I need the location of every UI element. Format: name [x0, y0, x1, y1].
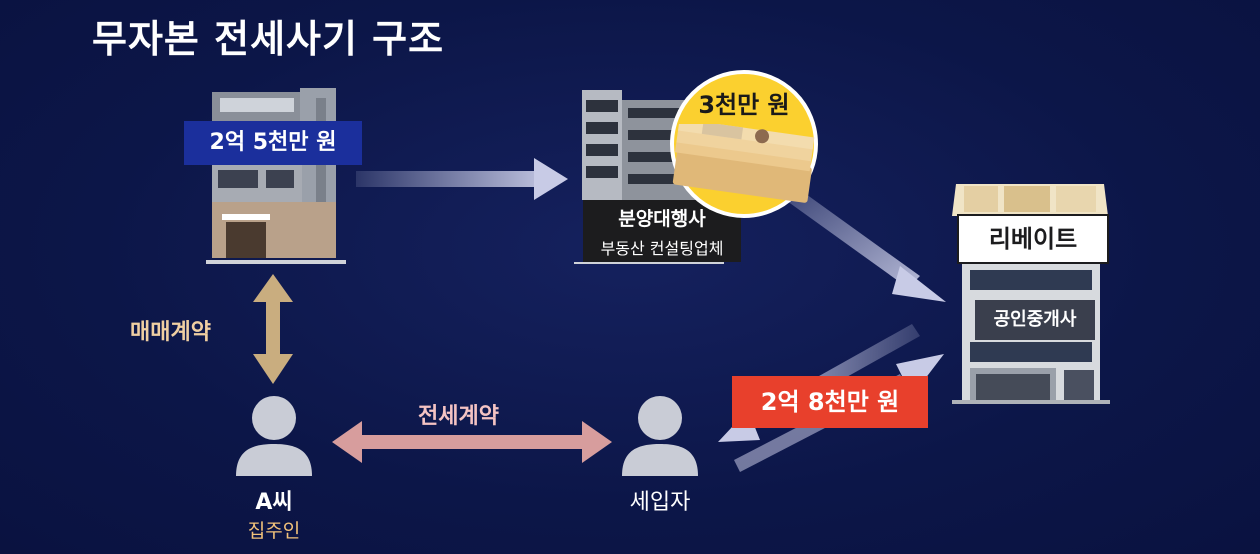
broker-label: 공인중개사: [975, 300, 1095, 340]
rebate-label: 리베이트: [957, 214, 1109, 264]
sale-contract-arrow: [253, 274, 293, 384]
person-icon: [622, 396, 698, 476]
person-icon: [236, 396, 312, 476]
flow-arrow-owner-to-agency: [356, 158, 568, 200]
jeonse-contract-label: 전세계약: [418, 404, 499, 429]
owner-price-tag: 2억 5천만 원: [184, 121, 362, 165]
rebate-amount: 3천만 원: [698, 91, 790, 119]
owner-role: 집주인: [247, 520, 301, 542]
flow-arrow-agency-to-broker: [780, 184, 946, 302]
building-icon: [206, 88, 346, 264]
deposit-tag: 2억 8천만 원: [732, 376, 928, 428]
sale-contract-label: 매매계약: [130, 320, 211, 345]
tenant-label: 세입자: [629, 490, 691, 515]
jeonse-contract-arrow: [332, 421, 612, 463]
page-title: 무자본 전세사기 구조: [92, 17, 445, 61]
cash-envelope-icon: [952, 184, 1108, 216]
cash-bundle-icon: [672, 124, 815, 203]
agency-label-line1: 분양대행사: [618, 208, 706, 230]
agency-label-line2: 부동산 컨설팅업체: [600, 239, 724, 258]
agency-label: 분양대행사 부동산 컨설팅업체: [583, 200, 741, 262]
owner-name: A씨: [255, 490, 293, 515]
